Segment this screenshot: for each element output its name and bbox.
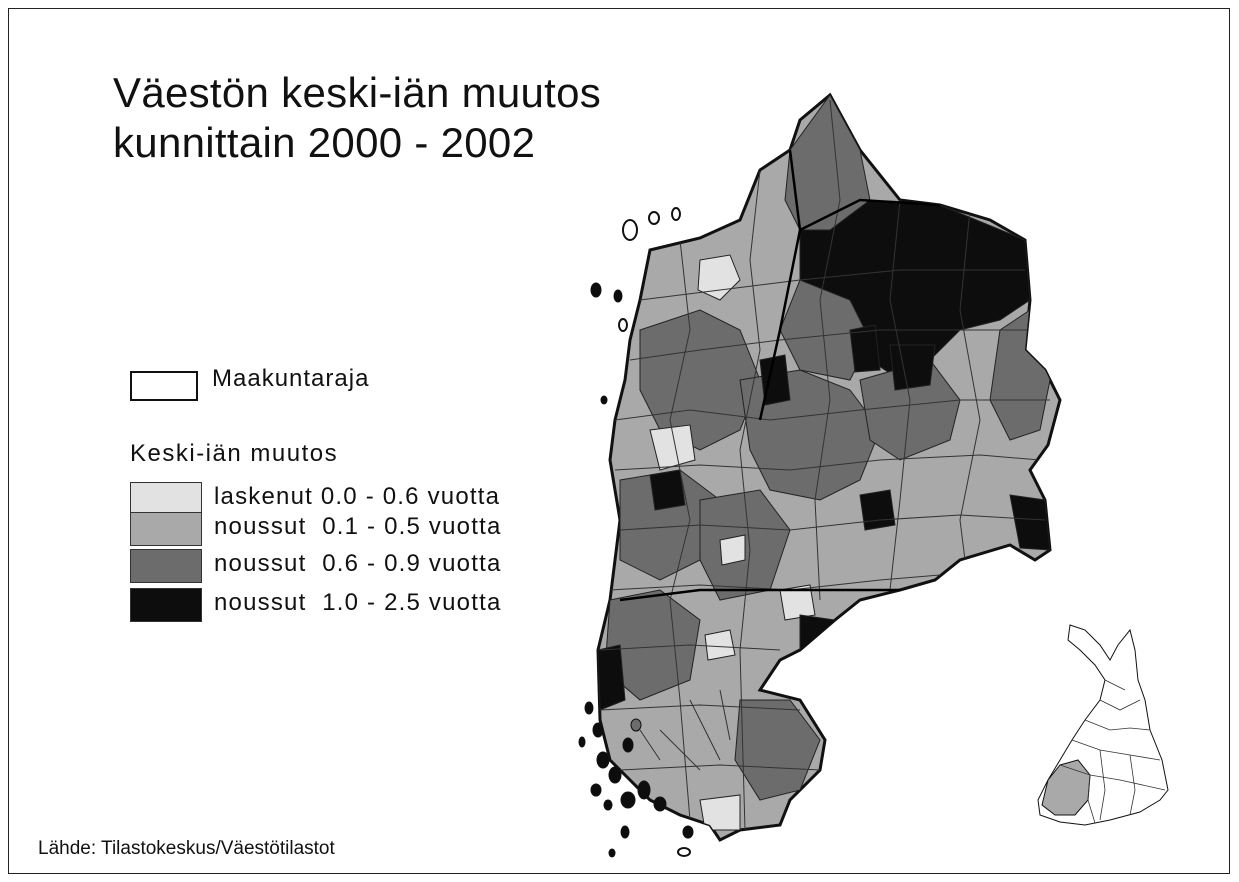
municipality-zone xyxy=(719,534,746,566)
border-label: Maakuntaraja xyxy=(212,365,370,392)
municipality-zone xyxy=(759,354,791,406)
municipality-zone xyxy=(799,614,836,651)
title-line-1: Väestön keski-iän muutos xyxy=(113,69,602,116)
municipality-zone xyxy=(649,469,686,511)
legend-swatch xyxy=(130,588,202,622)
coastal-islands xyxy=(578,207,694,858)
map-title: Väestön keski-iän muutos kunnittain 2000… xyxy=(113,68,601,168)
municipality-zone xyxy=(649,424,696,471)
inset-finland-map xyxy=(1037,624,1169,826)
municipality-zone xyxy=(598,644,626,711)
legend-swatch xyxy=(130,482,202,516)
municipality-zone xyxy=(889,344,936,391)
municipality-zone xyxy=(734,699,821,801)
municipality-zone xyxy=(1009,494,1051,551)
municipality-zone xyxy=(859,489,896,531)
municipality-zone xyxy=(779,584,816,621)
legend-heading: Keski-iän muutos xyxy=(130,440,339,467)
legend-swatch xyxy=(130,512,202,546)
map-frame xyxy=(8,8,1230,874)
title-line-2: kunnittain 2000 - 2002 xyxy=(113,119,536,166)
border-swatch xyxy=(130,371,198,401)
legend-label: noussut 1.0 - 2.5 vuotta xyxy=(214,589,502,616)
municipality-zone xyxy=(704,629,736,661)
municipality-zone xyxy=(849,324,881,373)
municipality-zone xyxy=(699,794,741,831)
source-note: Lähde: Tilastokeskus/Väestötilastot xyxy=(38,838,335,859)
legend-swatch xyxy=(130,549,202,583)
legend-label: laskenut 0.0 - 0.6 vuotta xyxy=(214,483,501,510)
legend-label: noussut 0.1 - 0.5 vuotta xyxy=(214,513,502,540)
legend-label: noussut 0.6 - 0.9 vuotta xyxy=(214,550,502,577)
